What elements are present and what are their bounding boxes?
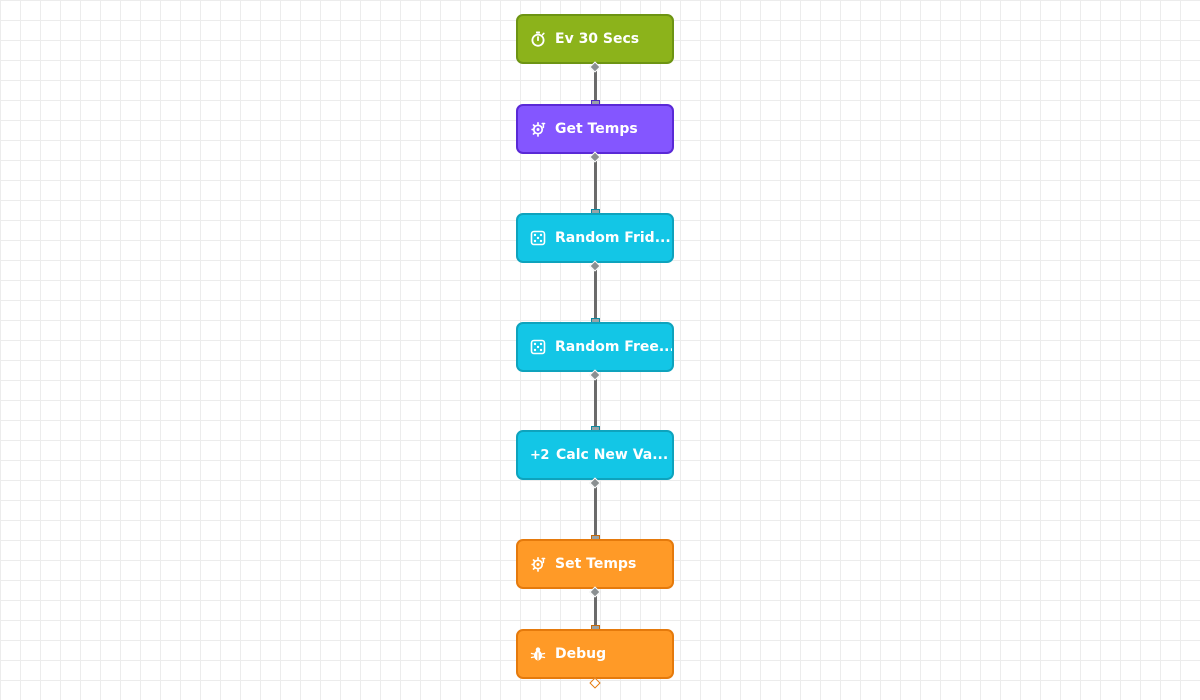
stopwatch-icon (530, 31, 546, 47)
node-label: Debug (555, 646, 607, 662)
connector-wire[interactable] (594, 375, 597, 431)
connector-wire[interactable] (594, 592, 597, 630)
node-calc-new-values[interactable]: +2 Calc New Va... (516, 430, 674, 480)
node-label: Random Free... (555, 339, 672, 355)
node-label: Set Temps (555, 556, 637, 572)
node-random-freezer[interactable]: Random Free... (516, 322, 674, 372)
node-random-fridge[interactable]: Random Frid... (516, 213, 674, 263)
node-get-temps[interactable]: Get Temps (516, 104, 674, 154)
plus-two-icon: +2 (530, 447, 549, 463)
hook-gear-icon (530, 121, 546, 137)
dice-icon (530, 230, 546, 246)
connector-wire[interactable] (594, 484, 597, 540)
connector-wire[interactable] (594, 158, 597, 214)
dice-icon (530, 339, 546, 355)
node-label: Get Temps (555, 121, 638, 137)
output-port[interactable] (589, 677, 601, 689)
node-label: Calc New Va... (556, 447, 669, 463)
node-debug[interactable]: Debug (516, 629, 674, 679)
node-label: Ev 30 Secs (555, 31, 640, 47)
connector-wire[interactable] (594, 68, 597, 105)
node-set-temps[interactable]: Set Temps (516, 539, 674, 589)
bug-icon (530, 646, 546, 662)
connector-wire[interactable] (594, 267, 597, 323)
node-label: Random Frid... (555, 230, 671, 246)
hook-gear-icon (530, 556, 546, 572)
node-ev-30-secs[interactable]: Ev 30 Secs (516, 14, 674, 64)
